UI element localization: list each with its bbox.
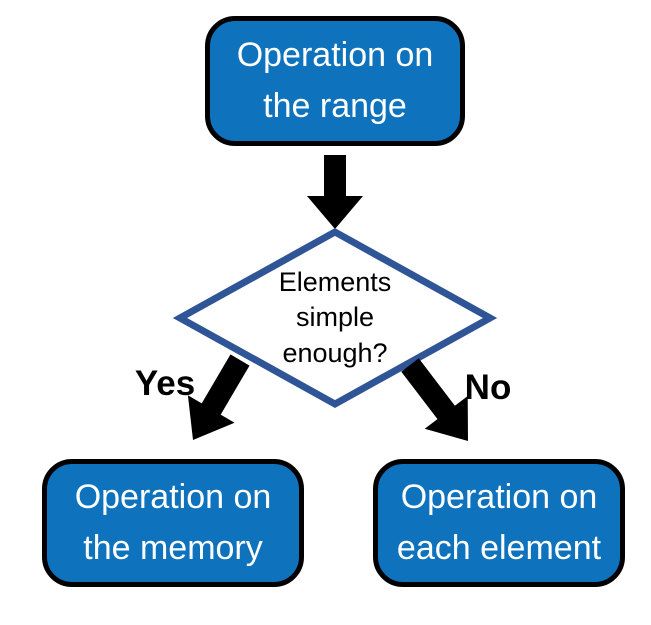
node-operation-on-the-range: Operation on the range — [205, 16, 465, 146]
node-decision-label: Elements simple enough? — [278, 266, 392, 368]
yes-branch-label: Yes — [134, 364, 196, 403]
arrow-no-branch — [401, 358, 468, 441]
no-branch-label: No — [464, 368, 512, 407]
node-operation-on-the-memory: Operation on the memory — [42, 459, 304, 587]
arrow-down-start-to-decision — [307, 155, 363, 229]
node-operation-on-the-memory-label: Operation on the memory — [74, 478, 272, 567]
decision-diamond — [172, 227, 498, 409]
arrow-yes-branch — [187, 354, 250, 440]
node-operation-on-each-element-label: Operation on each element — [396, 478, 602, 567]
node-decision-label-wrap: Elements simple enough? — [245, 258, 425, 378]
node-operation-on-each-element: Operation on each element — [373, 459, 625, 587]
node-operation-on-the-range-label: Operation on the range — [236, 36, 434, 125]
